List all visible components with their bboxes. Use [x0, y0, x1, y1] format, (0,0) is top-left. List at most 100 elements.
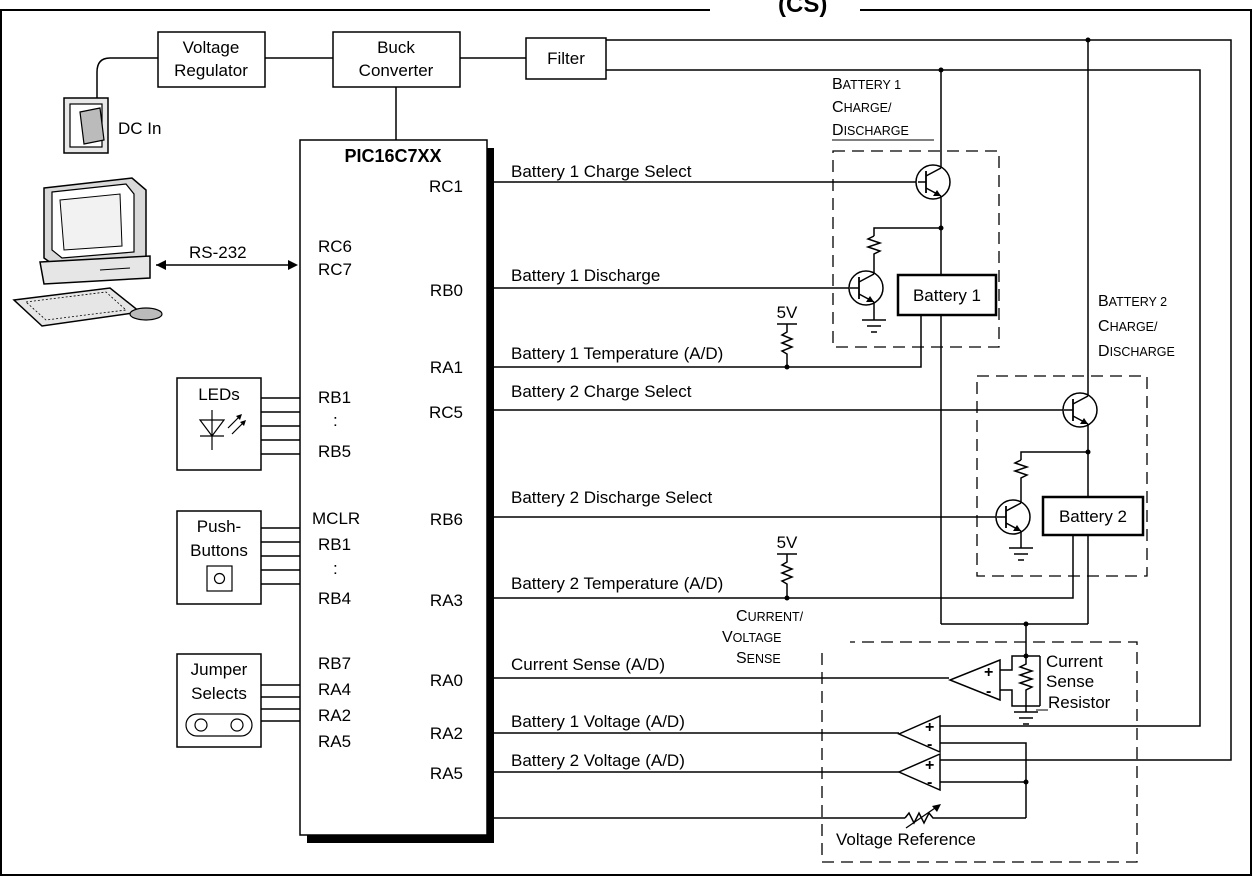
svg-text:+: +: [984, 664, 993, 681]
pin-rc5: RC5: [429, 403, 463, 422]
five-v-label-2: 5V: [777, 533, 798, 552]
title-mask: [710, 0, 860, 14]
temp-pullup-resistor-1-icon: [779, 324, 795, 367]
junction: [1023, 779, 1029, 785]
five-v-label-1: 5V: [777, 303, 798, 322]
voltage-reference-arrowhead: [932, 804, 941, 812]
svg-text:+: +: [925, 757, 934, 774]
pin-ra0: RA0: [430, 671, 463, 690]
voltage-reference-adjust-arrow: [905, 805, 939, 829]
battery1-label: Battery 1: [913, 286, 981, 305]
pin-ra2-jumper: RA2: [318, 706, 351, 725]
battery1-cd-region: [832, 150, 1000, 348]
junction: [938, 67, 944, 73]
signal-b2-charge: Battery 2 Charge Select: [511, 382, 692, 401]
svg-text:+: +: [925, 719, 934, 736]
battery2-cd-region: [976, 375, 1148, 577]
wire-amp-minus: [1000, 689, 1040, 707]
battery2-discharge-transistor-icon: [995, 499, 1031, 535]
current-sense-resistor-label-2: Sense: [1046, 672, 1094, 691]
wire-b2-discharge-resistor: [1020, 451, 1088, 460]
outer-frame: [0, 9, 1252, 876]
battery1-cd-label-2: CHARGE/: [832, 99, 892, 116]
wire-filter-bottom: [606, 69, 1201, 727]
pin-ra3: RA3: [430, 591, 463, 610]
buck-converter-label-2: Converter: [359, 61, 434, 80]
dc-in-plug-icon: [63, 97, 109, 154]
svg-text:-: -: [986, 683, 991, 700]
pushbuttons-label-2: Buttons: [190, 541, 248, 560]
pin-rc7: RC7: [318, 260, 352, 279]
battery1-box: [896, 273, 998, 317]
pushbuttons-bus-wires: [261, 527, 300, 585]
junction: [784, 364, 790, 370]
wire-amp-plus: [1000, 655, 1040, 671]
pin-rc1: RC1: [429, 177, 463, 196]
rs232-arrow-left: [156, 260, 166, 270]
svg-text:-: -: [927, 774, 932, 791]
pin-rb1-buttons: RB1: [318, 535, 351, 554]
ground-icon: [862, 319, 886, 333]
mcu-box: [299, 139, 488, 836]
rs232-label: RS-232: [189, 243, 247, 262]
pin-mclr: MCLR: [312, 509, 360, 528]
signal-b1-charge: Battery 1 Charge Select: [511, 162, 692, 181]
wire-filter-top: [606, 39, 1232, 761]
pin-ra2: RA2: [430, 724, 463, 743]
battery1-discharge-transistor-icon: [848, 270, 884, 306]
battery2-cd-label-2: CHARGE/: [1098, 318, 1158, 335]
pin-ra1: RA1: [430, 358, 463, 377]
leds-box: [176, 377, 262, 471]
pin-ra5: RA5: [430, 764, 463, 783]
leds-label: LEDs: [198, 385, 240, 404]
jumpers-label-1: Jumper: [191, 660, 248, 679]
junction: [784, 595, 790, 601]
pushbuttons-label-1: Push-: [197, 517, 241, 536]
temp-pullup-resistor-2-icon: [779, 554, 795, 598]
pin-rb7: RB7: [318, 654, 351, 673]
battery1-charge-transistor-icon: [915, 164, 951, 200]
current-sense-resistor-label-3: Resistor: [1048, 693, 1111, 712]
battery1-voltage-amplifier-icon: + -: [897, 714, 941, 754]
buck-converter-box: [332, 31, 461, 88]
voltage-regulator-label-2: Regulator: [174, 61, 248, 80]
cv-sense-label-3: SENSE: [736, 650, 781, 667]
current-sense-resistor-icon: [1017, 656, 1035, 712]
svg-text:-: -: [927, 736, 932, 753]
battery2-cd-label-1: BATTERY 2: [1098, 293, 1167, 310]
current-sense-resistor-label-1: Current: [1046, 652, 1103, 671]
wire-amp1-minus: [940, 742, 1027, 818]
current-voltage-sense-region: [821, 641, 1138, 863]
computer-icon: [12, 177, 163, 327]
signal-b2-discharge: Battery 2 Discharge Select: [511, 488, 713, 507]
pin-rb6: RB6: [430, 510, 463, 529]
signal-b1-temp: Battery 1 Temperature (A/D): [511, 344, 723, 363]
wire-ra1: [494, 314, 922, 368]
filter-label: Filter: [547, 49, 585, 68]
wire-b1-discharge-resistor: [873, 227, 941, 236]
signal-b2-temp: Battery 2 Temperature (A/D): [511, 574, 723, 593]
pushbutton-icon: [206, 565, 233, 592]
voltage-reference-label: Voltage Reference: [836, 830, 976, 849]
signal-b1-voltage: Battery 1 Voltage (A/D): [511, 712, 685, 731]
pin-rb0: RB0: [430, 281, 463, 300]
jumper-icon: [185, 713, 253, 737]
ground-icon: [1009, 547, 1033, 561]
battery2-box: [1041, 495, 1145, 537]
pin-rb1-leds: RB1: [318, 388, 351, 407]
ground-icon: [1014, 711, 1038, 725]
battery1-discharge-resistor-icon: [865, 235, 883, 262]
filter-box: [525, 37, 607, 80]
leds-bus-wires: [261, 397, 300, 455]
led-icon: [198, 410, 246, 450]
pin-ra5-jumper: RA5: [318, 732, 351, 751]
wire-dc-in: [96, 57, 158, 100]
battery2-label: Battery 2: [1059, 507, 1127, 526]
battery2-cd-label-3: DISCHARGE: [1098, 343, 1175, 360]
battery2-charge-transistor-icon: [1062, 392, 1098, 428]
dc-in-label: DC In: [118, 119, 161, 138]
buck-converter-label-1: Buck: [377, 38, 415, 57]
junction: [938, 225, 944, 231]
